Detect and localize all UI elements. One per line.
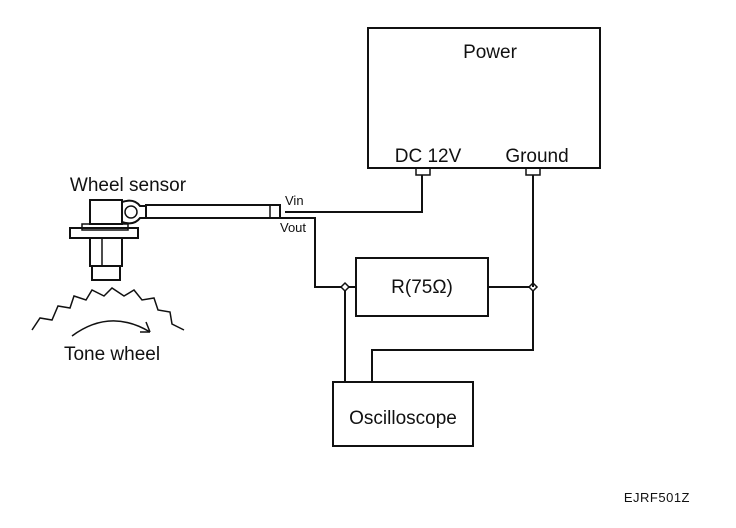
tone-wheel: Tone wheel xyxy=(31,287,185,365)
oscilloscope-label: Oscilloscope xyxy=(349,408,457,429)
wheel-sensor-label: Wheel sensor xyxy=(70,175,187,196)
dc-12v-label: DC 12V xyxy=(395,146,462,167)
wires xyxy=(280,175,539,382)
ground-terminal xyxy=(525,167,541,176)
scope-ground-wire xyxy=(371,291,534,382)
dc-terminal xyxy=(415,167,431,176)
left-node xyxy=(339,281,351,293)
vout-label: Vout xyxy=(280,220,306,235)
right-node xyxy=(527,281,539,293)
vin-wire xyxy=(285,175,423,213)
resistor-label: R(75Ω) xyxy=(391,277,453,298)
sensor-cable xyxy=(145,204,281,219)
power-supply: Power DC 12V Ground xyxy=(367,27,601,176)
wheel-sensor: Wheel sensor Vin Vout xyxy=(69,175,306,281)
figure-code: EJRF501Z xyxy=(624,490,690,505)
ground-label: Ground xyxy=(505,146,568,167)
oscilloscope: Oscilloscope xyxy=(332,381,474,447)
vout-wire xyxy=(280,217,342,288)
power-title: Power xyxy=(463,42,518,63)
resistor: R(75Ω) xyxy=(355,257,489,317)
vin-label: Vin xyxy=(285,193,304,208)
tone-wheel-label: Tone wheel xyxy=(64,344,160,365)
